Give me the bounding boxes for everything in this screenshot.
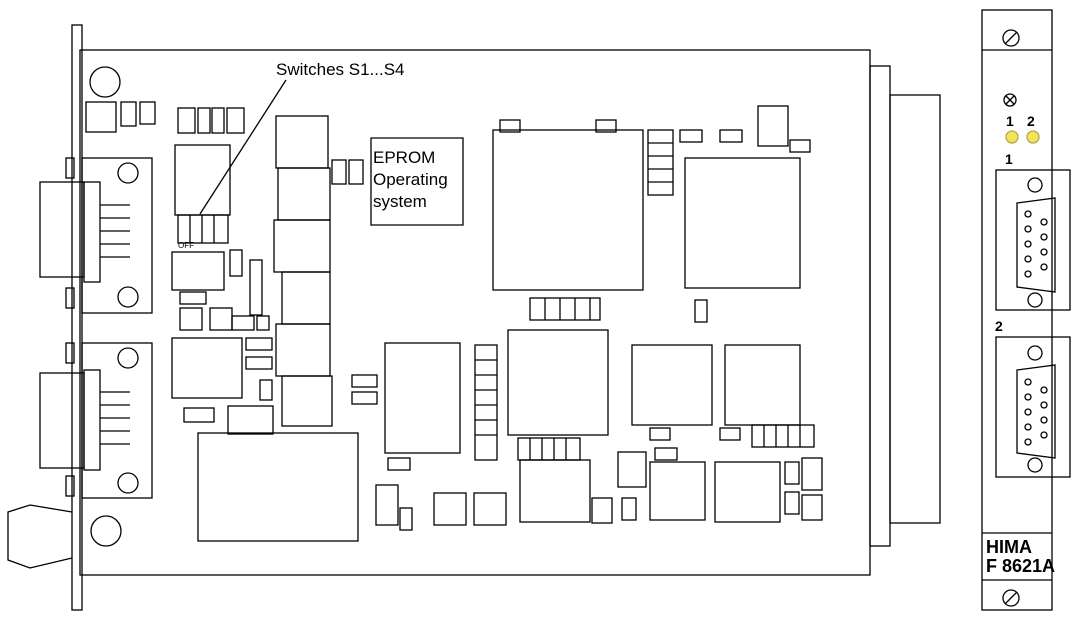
- resistor-array: [474, 344, 498, 461]
- eprom-chip: [370, 137, 464, 226]
- model-number: F 8621A: [986, 556, 1056, 576]
- serial-port-1: [995, 169, 1071, 311]
- front-plate: [71, 24, 83, 611]
- component: [120, 101, 137, 127]
- screw-top-icon: [1002, 29, 1020, 47]
- dip-switch-block: OFF: [174, 144, 231, 250]
- eprom-label-line3: system: [373, 192, 427, 211]
- eprom-label-line2: Operating: [373, 170, 448, 189]
- chip: [714, 461, 781, 523]
- brand-name: HIMA: [986, 537, 1032, 557]
- switches-callout-label: Switches S1...S4: [276, 60, 405, 79]
- chip: [684, 157, 801, 289]
- circuit-board: OFF: [7, 24, 941, 611]
- handle: [7, 504, 73, 569]
- led-2: [1026, 130, 1040, 144]
- resistor-array: [647, 129, 674, 196]
- resistor-array: [529, 297, 601, 321]
- chip: [631, 344, 713, 426]
- front-panel-brand: HIMA F 8621A: [986, 538, 1055, 576]
- mounting-hole-top: [89, 66, 121, 98]
- eprom-label: EPROM Operating system: [373, 147, 463, 213]
- screw-bottom-icon: [1002, 589, 1020, 607]
- mounting-hole-bottom: [90, 515, 122, 547]
- front-panel: 1 2 1 2: [981, 9, 1071, 611]
- led-1: [1005, 130, 1019, 144]
- callout-leader-line: [199, 79, 287, 215]
- processor-chip: [492, 129, 644, 291]
- backplane-connector: [869, 65, 941, 547]
- db9-connector-1: [39, 157, 153, 314]
- resistor-array: [751, 424, 815, 448]
- led-label-1: 1: [1006, 113, 1014, 129]
- resistor-array: [517, 437, 581, 461]
- db9-connector-2: [39, 342, 153, 499]
- component: [139, 101, 156, 125]
- port-1-label: 1: [1005, 151, 1013, 167]
- switch-off-marking: OFF: [178, 241, 194, 250]
- chip: [384, 342, 461, 454]
- relay-stack: [273, 115, 333, 427]
- chip: [507, 329, 609, 436]
- port-2-label: 2: [995, 318, 1003, 334]
- led-label-2: 2: [1027, 113, 1035, 129]
- chip: [724, 344, 801, 426]
- transformer: [197, 432, 359, 542]
- chip: [519, 459, 591, 523]
- reset-icon: [1003, 93, 1017, 107]
- chip: [649, 461, 706, 521]
- eprom-label-line1: EPROM: [373, 148, 436, 167]
- component: [85, 101, 117, 133]
- serial-port-2: [995, 336, 1071, 478]
